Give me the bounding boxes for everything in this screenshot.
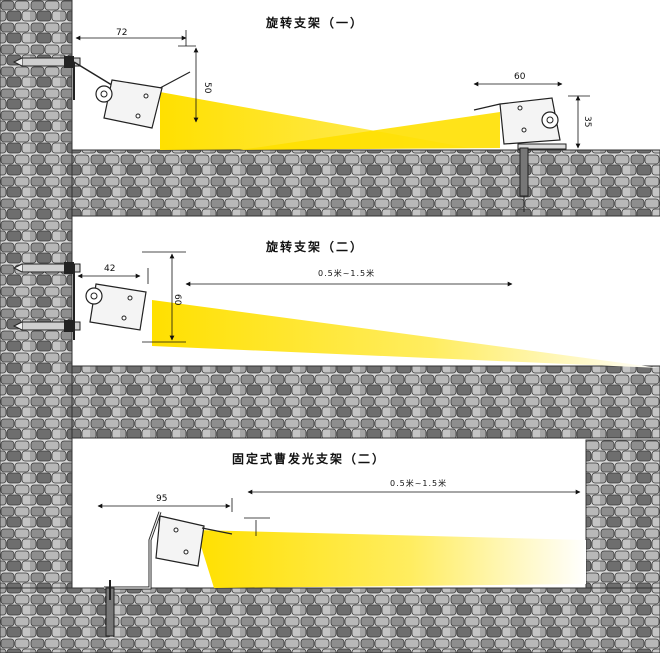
fixed-bracket-3 [104, 511, 233, 637]
dim-height-2: 60 [172, 294, 182, 306]
dim-right-height-1: 35 [582, 116, 592, 128]
floor-section-2 [71, 365, 660, 439]
right-stone-wall [585, 439, 660, 591]
dim-height-1: 50 [202, 82, 212, 94]
wall-anchor-1 [12, 56, 81, 68]
section-2-drawing [12, 251, 660, 368]
fixture-left-1 [95, 71, 191, 129]
light-beam-3 [196, 530, 586, 588]
section-3-drawing [97, 489, 586, 637]
section-2-title: 旋转支架（二） [266, 240, 365, 254]
dim-wall-offset-1: 72 [116, 28, 128, 38]
floor-section-3 [0, 587, 660, 654]
section-1-drawing [12, 30, 590, 212]
dim-width-3: 95 [156, 494, 168, 504]
fixture-2 [85, 283, 147, 331]
floor-section-1 [71, 149, 660, 217]
light-beam-right [240, 112, 500, 150]
section-3-title: 固定式曹发光支架（二） [232, 452, 387, 466]
dim-range-2: 0.5米~1.5米 [318, 269, 376, 278]
wall-anchor-2a [12, 262, 81, 274]
dim-right-width-1: 60 [514, 72, 526, 82]
dim-wall-offset-2: 42 [104, 264, 116, 274]
light-beam-2 [152, 300, 660, 368]
section-1-title: 旋转支架（一） [266, 16, 365, 30]
dim-range-3: 0.5米~1.5米 [390, 479, 448, 488]
fixture-right-1 [473, 97, 567, 212]
wall-anchor-2b [12, 320, 81, 332]
